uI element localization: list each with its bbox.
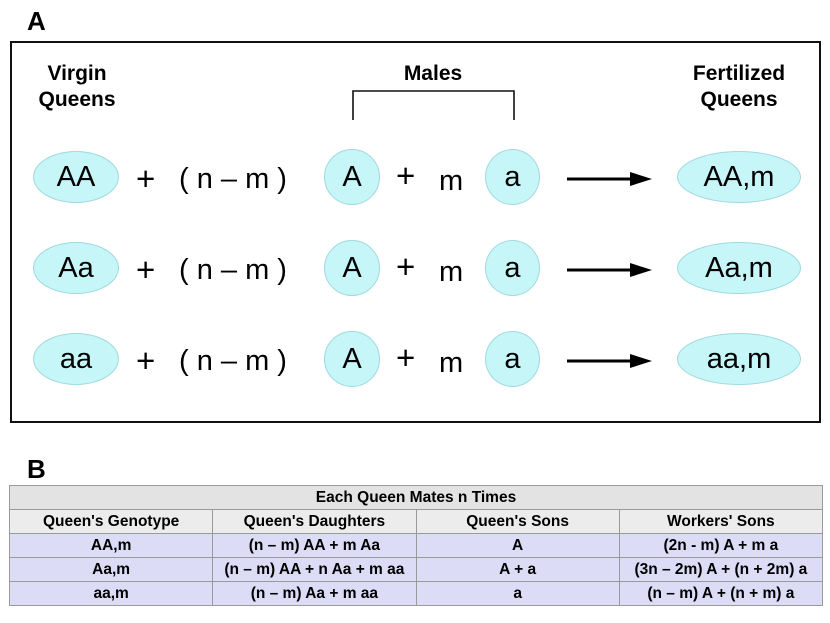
males-bracket-and-arrows — [352, 90, 652, 368]
genotype-table: Each Queen Mates n Times Queen's Genotyp… — [8, 485, 824, 606]
column-header: Queen's Genotype — [8, 509, 214, 534]
table-cell: A + a — [415, 557, 620, 582]
column-header: Queen's Daughters — [212, 509, 417, 534]
arrow-row-1 — [567, 172, 652, 186]
table-row: AA,m (n – m) AA + m Aa A (2n - m) A + m … — [8, 533, 824, 558]
fertilized-queen-oval: Aa,m — [677, 242, 801, 294]
plus-sign: + — [396, 157, 416, 194]
table-cell: AA,m — [8, 533, 214, 558]
male-a-recessive-oval: a — [485, 240, 540, 296]
table-cell: a — [415, 581, 620, 606]
male-a-dominant-oval: A — [324, 331, 380, 387]
m-term: m — [439, 256, 464, 288]
table-cell: A — [415, 533, 620, 558]
fertilized-queen-oval: aa,m — [677, 333, 801, 385]
plus-sign: + — [396, 339, 416, 376]
column-header: Queen's Sons — [415, 509, 620, 534]
panel-b-label: B — [27, 454, 46, 484]
n-minus-m-term: ( n – m ) — [179, 345, 287, 377]
males-bracket — [352, 90, 515, 120]
fertilized-queen-oval: AA,m — [677, 151, 801, 203]
table-cell: (n – m) AA + n Aa + m aa — [212, 557, 417, 582]
plus-sign: + — [136, 251, 156, 288]
virgin-queen-oval: aa — [33, 333, 119, 385]
table-cell: (n – m) A + (n + m) a — [618, 581, 824, 606]
fertilized-queens-header: Fertilized Queens — [692, 62, 786, 111]
m-term: m — [439, 347, 464, 379]
male-a-recessive-oval: a — [485, 149, 540, 205]
plus-sign: + — [396, 248, 416, 285]
column-header: Workers' Sons — [618, 509, 824, 534]
table-cell: Aa,m — [8, 557, 214, 582]
panel-a-box — [10, 41, 821, 423]
male-a-dominant-oval: A — [324, 149, 380, 205]
m-term: m — [439, 165, 464, 197]
table-row: aa,m (n – m) Aa + m aa a (n – m) A + (n … — [8, 581, 824, 606]
male-a-dominant-oval: A — [324, 240, 380, 296]
panel-a-label: A — [27, 6, 46, 36]
males-header: Males — [403, 62, 463, 85]
table-cell: (3n – 2m) A + (n + 2m) a — [618, 557, 824, 582]
table-row: Aa,m (n – m) AA + n Aa + m aa A + a (3n … — [8, 557, 824, 582]
arrow-row-2 — [567, 263, 652, 277]
male-a-recessive-oval: a — [485, 331, 540, 387]
table-cell: (n – m) AA + m Aa — [212, 533, 417, 558]
n-minus-m-term: ( n – m ) — [179, 254, 287, 286]
table-cell: aa,m — [8, 581, 214, 606]
n-minus-m-term: ( n – m ) — [179, 163, 287, 195]
plus-sign: + — [136, 342, 156, 379]
arrow-row-3 — [567, 354, 652, 368]
virgin-queen-oval: Aa — [33, 242, 119, 294]
table-cell: (2n - m) A + m a — [618, 533, 824, 558]
virgin-queens-header: Virgin Queens — [38, 62, 116, 111]
virgin-queen-oval: AA — [33, 151, 119, 203]
table-cell: (n – m) Aa + m aa — [212, 581, 417, 606]
plus-sign: + — [136, 160, 156, 197]
table-title: Each Queen Mates n Times — [9, 485, 823, 510]
